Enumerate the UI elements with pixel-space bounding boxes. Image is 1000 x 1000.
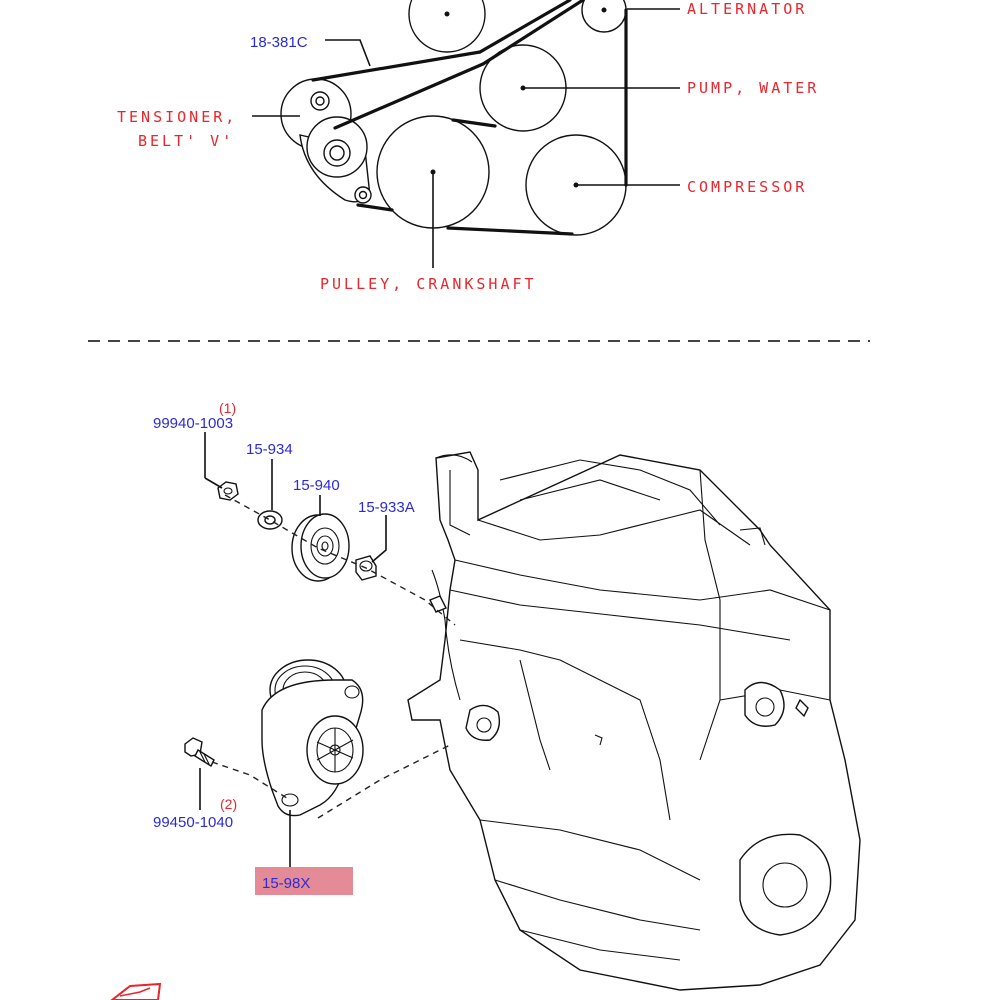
part-number-nut[interactable]: 99940-1003 [153, 415, 233, 432]
bolt [184, 737, 215, 768]
exploded-view: 99940-1003 (1) 15-934 15-940 15-933A (2)… [153, 400, 861, 991]
label-alternator: ALTERNATOR [687, 0, 807, 18]
belt-routing-diagram: ALTERNATOR PUMP, WATER TENSIONER, BELT' … [117, 0, 819, 293]
part-number-tensioner[interactable]: 15-98X [262, 875, 310, 892]
part-highlight-box [255, 867, 353, 895]
label-pump-water: PUMP, WATER [687, 79, 819, 97]
label-compressor: COMPRESSOR [687, 178, 807, 196]
belt-tensioner-assembly [261, 659, 364, 817]
alternator-pulley [581, 0, 627, 33]
pulley-top [408, 0, 486, 53]
part-number-bolt[interactable]: 99450-1040 [153, 814, 233, 831]
label-pulley-crankshaft: PULLEY, CRANKSHAFT [320, 275, 537, 293]
fwd-logo-icon [110, 982, 162, 1000]
engine-block-illustration [407, 451, 861, 991]
qty-nut: (1) [219, 400, 236, 416]
label-tensioner: TENSIONER, [117, 108, 237, 126]
part-number-spacer[interactable]: 15-933A [358, 499, 415, 516]
washer [257, 510, 283, 530]
nut [217, 481, 239, 501]
part-number-pulley[interactable]: 15-940 [293, 477, 340, 494]
qty-bolt: (2) [220, 796, 237, 812]
part-number-washer[interactable]: 15-934 [246, 441, 293, 458]
v-belt [311, 0, 628, 236]
label-belt-v: BELT' V' [138, 132, 234, 150]
part-number-belt: 18-381C [250, 34, 308, 51]
idler-pulley [291, 513, 350, 582]
